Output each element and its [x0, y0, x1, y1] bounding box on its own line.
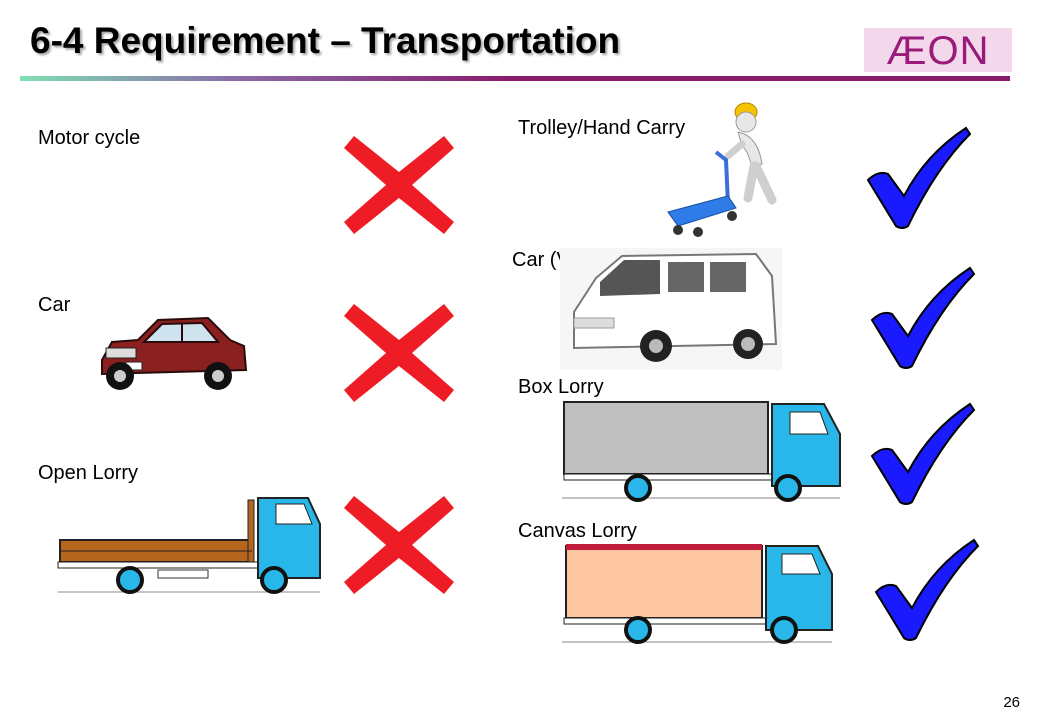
check-icon	[874, 538, 980, 647]
check-icon	[870, 402, 976, 511]
check-icon	[870, 266, 976, 375]
canvas-lorry-image	[562, 540, 834, 649]
van-image	[560, 248, 782, 375]
label-motor-cycle: Motor cycle	[38, 127, 141, 149]
cross-icon	[344, 496, 454, 599]
label-car: Car	[38, 294, 71, 316]
slide-title: 6-4 Requirement – Transportation	[30, 20, 621, 61]
cross-icon	[344, 304, 454, 407]
label-trolley: Trolley/Hand Carry	[518, 117, 686, 139]
box-lorry-image	[562, 400, 842, 507]
check-icon	[866, 126, 972, 235]
trolley-image	[666, 100, 786, 245]
title-divider	[20, 76, 1010, 81]
label-canvas-lorry: Canvas Lorry	[518, 520, 637, 542]
cross-icon	[344, 136, 454, 239]
open-lorry-image	[57, 490, 323, 605]
logo-text: ÆON	[887, 29, 990, 73]
car-image	[98, 312, 248, 399]
label-open-lorry: Open Lorry	[38, 462, 139, 484]
page-number: 26	[1003, 694, 1020, 711]
aeon-logo: ÆON	[864, 28, 1012, 73]
label-box-lorry: Box Lorry	[518, 376, 604, 398]
